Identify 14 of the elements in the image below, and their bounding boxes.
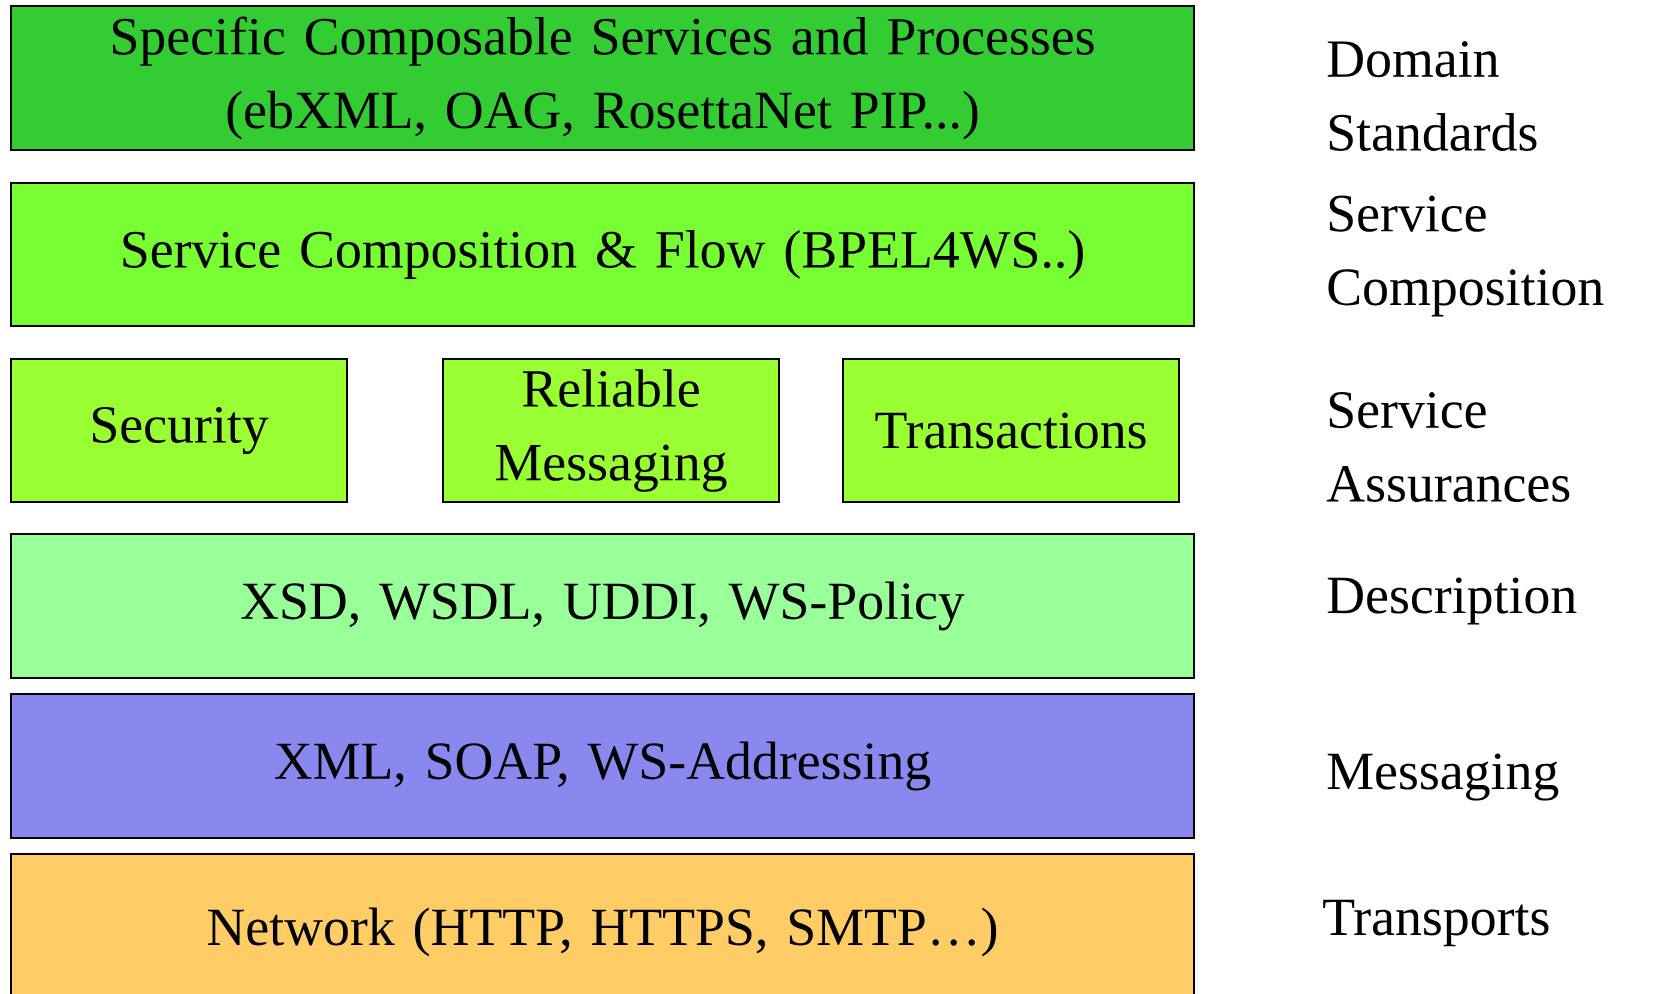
- layer-box: Service Composition & Flow (BPEL4WS..): [10, 182, 1195, 327]
- layer-box: Transactions: [842, 358, 1180, 503]
- layer-box: Reliable Messaging: [442, 358, 780, 503]
- layer-label: Description: [1327, 577, 1577, 625]
- layer-box: Security: [10, 358, 348, 503]
- layer-box: XSD, WSDL, UDDI, WS-Policy: [10, 533, 1195, 679]
- layer-label: Messaging: [1327, 753, 1559, 801]
- layer-box: Specific Composable Services and Processes (ebXML, OAG, RosettaNet PIP...): [10, 5, 1195, 151]
- layer-box: XML, SOAP, WS-Addressing: [10, 693, 1195, 839]
- layer-box: Network (HTTP, HTTPS, SMTP…): [10, 853, 1195, 994]
- layer-label: Service Assurances: [1326, 392, 1570, 502]
- layer-label: Transports: [1323, 899, 1549, 947]
- layer-label: Service Composition: [1328, 195, 1604, 317]
- layer-label: Domain Standards: [1327, 41, 1537, 151]
